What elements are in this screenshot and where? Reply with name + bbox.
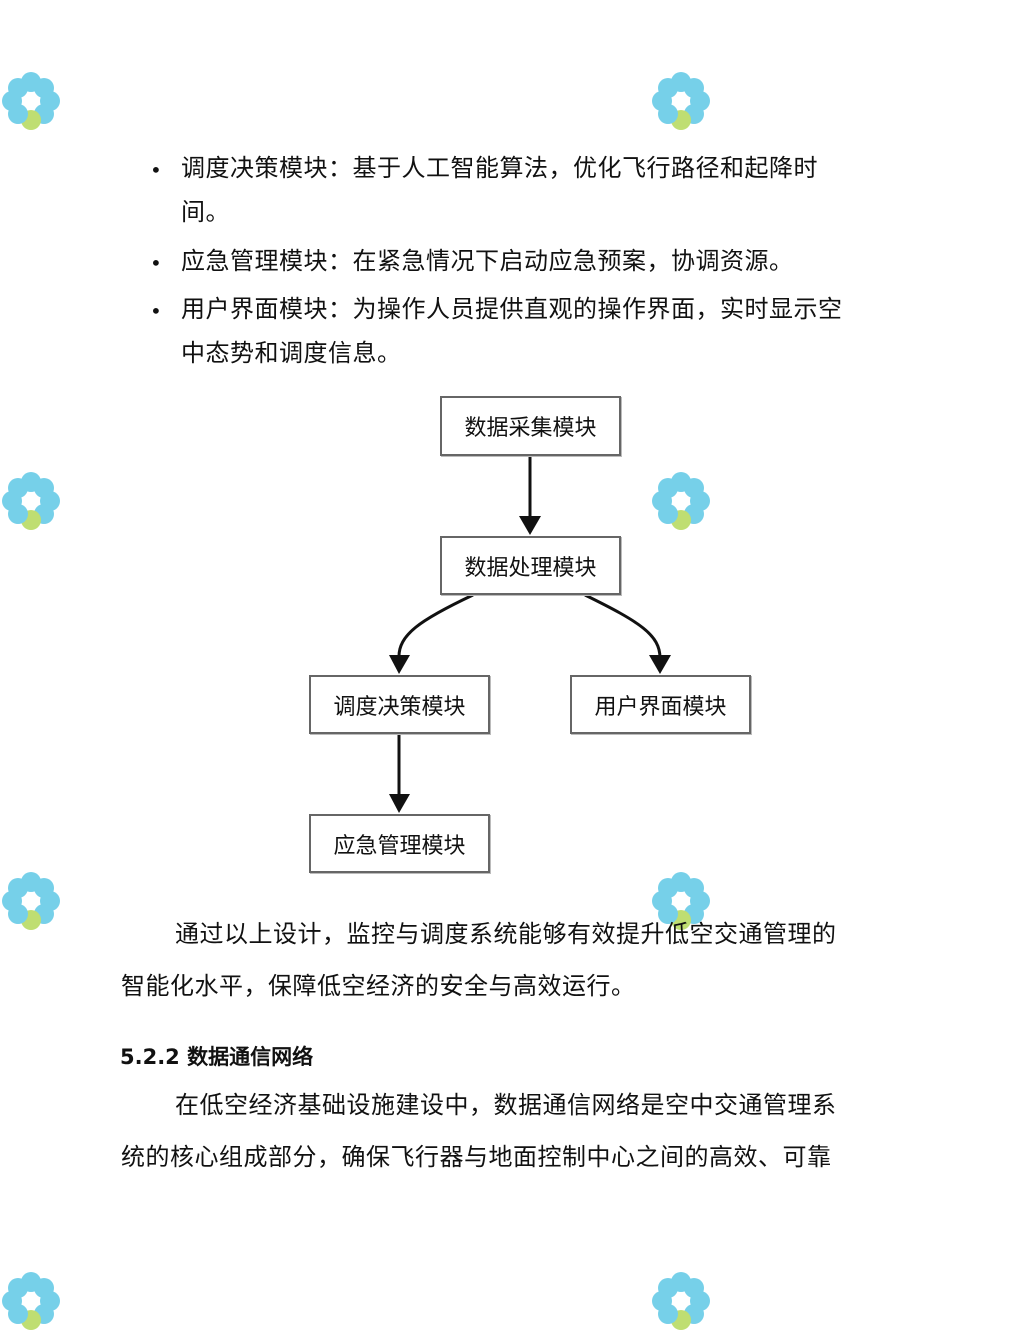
bullet-3-line-2: 中态势和调度信息。 bbox=[181, 339, 402, 367]
bullet-marker: • bbox=[150, 299, 162, 323]
bullet-marker: • bbox=[150, 251, 162, 275]
arrowhead bbox=[389, 794, 410, 813]
edge-process-to-ui bbox=[584, 593, 662, 659]
arrowhead bbox=[389, 655, 410, 674]
bullet-1-line-2: 间。 bbox=[181, 198, 230, 226]
arrowhead bbox=[519, 516, 541, 535]
edge-process-to-dispatch bbox=[397, 593, 474, 659]
node-dispatch-decision: 调度决策模块 bbox=[309, 675, 490, 734]
paragraph-2-line-2: 统的核心组成部分，确保飞行器与地面控制中心之间的高效、可靠 bbox=[121, 1143, 832, 1171]
node-user-interface: 用户界面模块 bbox=[570, 675, 751, 734]
bullet-1-line-1: 调度决策模块：基于人工智能算法，优化飞行路径和起降时 bbox=[181, 154, 818, 182]
paragraph-2-line-1: 在低空经济基础设施建设中，数据通信网络是空中交通管理系 bbox=[175, 1091, 837, 1119]
paragraph-1-line-1: 通过以上设计，监控与调度系统能够有效提升低空交通管理的 bbox=[175, 920, 837, 948]
node-emergency-management: 应急管理模块 bbox=[309, 814, 490, 873]
section-heading: 5.2.2 数据通信网络 bbox=[120, 1045, 314, 1069]
bullet-2-line-1: 应急管理模块：在紧急情况下启动应急预案，协调资源。 bbox=[181, 247, 794, 275]
node-data-processing: 数据处理模块 bbox=[440, 536, 621, 595]
paragraph-1-line-2: 智能化水平，保障低空经济的安全与高效运行。 bbox=[121, 972, 636, 1000]
node-data-collection: 数据采集模块 bbox=[440, 396, 621, 456]
bullet-3-line-1: 用户界面模块：为操作人员提供直观的操作界面，实时显示空 bbox=[181, 295, 843, 323]
arrowhead bbox=[649, 655, 671, 674]
bullet-marker: • bbox=[150, 158, 162, 182]
